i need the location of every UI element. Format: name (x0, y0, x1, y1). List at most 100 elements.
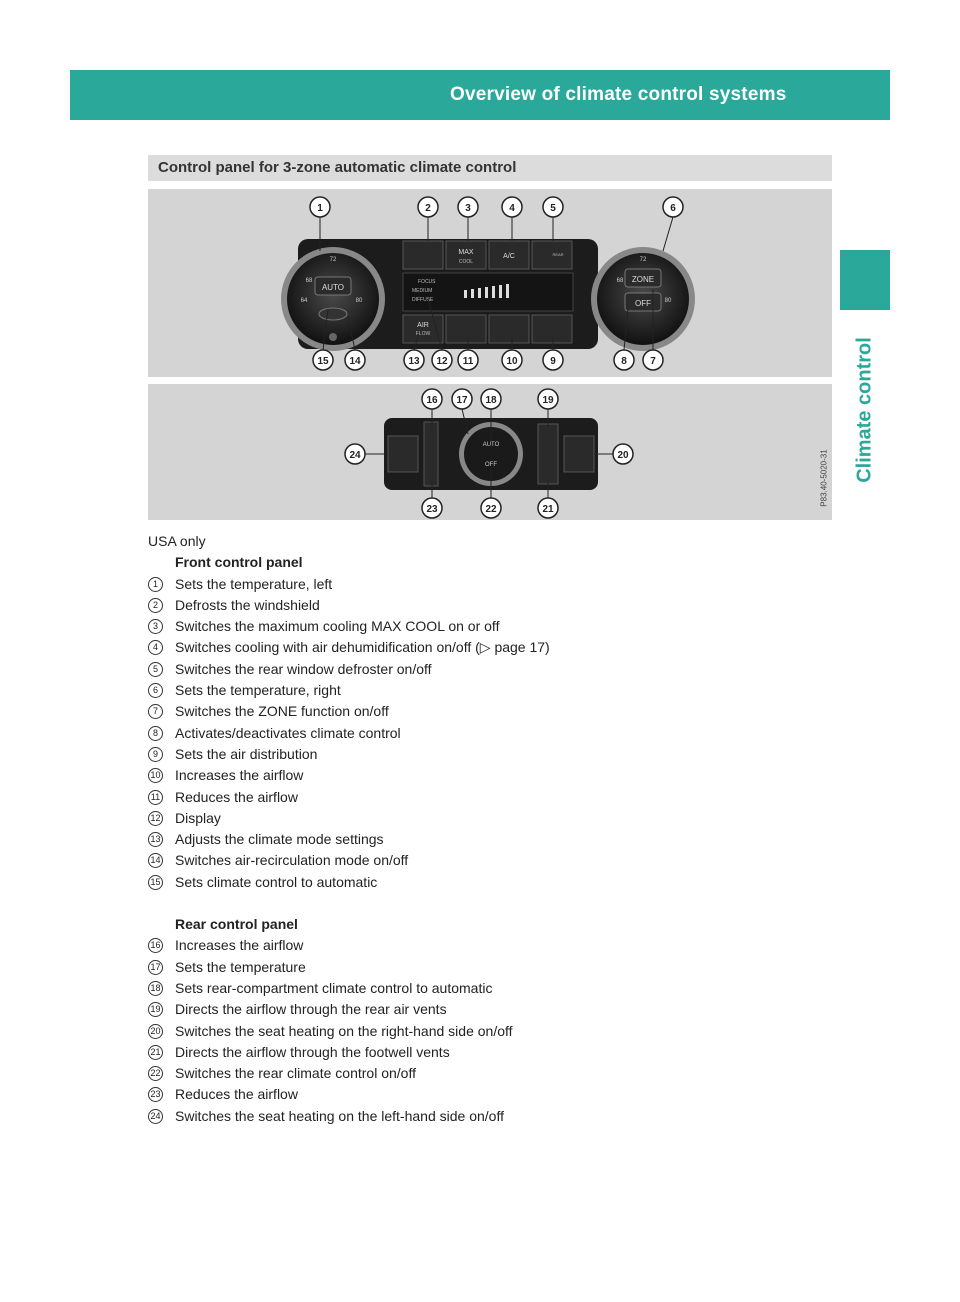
callout-17-label: 17 (456, 395, 468, 406)
ac-button (488, 240, 530, 270)
figure-part-code: P83.40-5020-31 (819, 449, 829, 507)
callout-number-icon: 6 (148, 683, 163, 699)
auto-button-left (314, 276, 352, 296)
legend-item-text: Switches cooling with air dehumidificati… (175, 639, 550, 656)
front-heading: Front control panel (175, 554, 303, 571)
right-dial-mark-80: 80 (665, 298, 672, 304)
legend-item-text: Sets the temperature, left (175, 575, 333, 592)
left-dial-dot (329, 333, 337, 341)
legend-item-text: Display (175, 809, 221, 826)
fan-up-button (488, 314, 530, 344)
callout-20-label: 20 (617, 450, 629, 461)
callout-number-icon: 7 (148, 704, 163, 720)
rear-auto-label: AUTO (483, 442, 500, 448)
callout-number-icon: 5 (148, 661, 163, 677)
callout-22-label: 22 (485, 504, 497, 515)
callout-number-icon: 24 (148, 1108, 163, 1124)
callout-10-label: 10 (506, 356, 518, 367)
left-dial-mark-80: 80 (356, 298, 363, 304)
ac-label: A/C (503, 253, 515, 260)
rear-panel-illustration: AUTO OFF 16 17 18 19 24 20 23 22 21 (344, 388, 634, 519)
rear-callout-leader-lines (365, 408, 613, 498)
legend-item: 1 Sets the temperature, left (148, 574, 788, 595)
callout-12-label: 12 (436, 356, 448, 367)
rear-label: REAR (552, 252, 563, 257)
legend-item-text: Sets climate control to automatic (175, 873, 378, 890)
callout-13-label: 13 (408, 356, 420, 367)
legend-item-text: Reduces the airflow (175, 1086, 298, 1103)
spacer (148, 893, 788, 914)
callout-number-icon: 1 (148, 576, 163, 592)
legend-item: 4 Switches cooling with air dehumidificat… (148, 637, 788, 658)
page-header-title: Overview of climate control systems (450, 84, 787, 105)
callout-number-icon: 2 (148, 597, 163, 613)
legend-item-text: Switches the maximum cooling MAX COOL on… (175, 618, 500, 635)
zone-button (624, 268, 662, 288)
legend-item-text: Switches air-recirculation mode on/off (175, 852, 409, 869)
callout-14-label: 14 (349, 356, 361, 367)
recirculation-icon (318, 307, 348, 321)
callout-number-icon: 11 (148, 789, 163, 805)
callout-number-icon: 9 (148, 746, 163, 762)
callout-24-label: 24 (349, 450, 361, 461)
fan-level-bars (464, 284, 509, 298)
zone-label: ZONE (632, 275, 654, 284)
callout-number-icon: 14 (148, 853, 163, 869)
callout-number-icon: 16 (148, 938, 163, 954)
callout-number-icon: 12 (148, 810, 163, 826)
callout-number-icon: 22 (148, 1066, 163, 1082)
callout-8-label: 8 (621, 356, 627, 367)
off-button (624, 292, 662, 312)
legend-item: 11 Reduces the airflow (148, 787, 788, 808)
rear-vent-buttons (537, 423, 559, 485)
callout-number-icon: 23 (148, 1087, 163, 1103)
legend-item: 14 Switches air-recirculation mode on/off (148, 850, 788, 871)
callout-number-icon: 18 (148, 980, 163, 996)
air-label: AIR (417, 322, 429, 329)
callout-number-icon: 21 (148, 1044, 163, 1060)
legend-item-text: Reduces the airflow (175, 788, 298, 805)
callout-3-label: 3 (465, 203, 471, 214)
front-item-list: 1 Sets the temperature, left 2 Defrosts the… (148, 574, 788, 893)
right-dial-mark-68: 68 (617, 278, 624, 284)
flow-label: FLOW (416, 331, 431, 337)
legend-item: 23 Reduces the airflow (148, 1084, 788, 1105)
legend-item-text: Defrosts the windshield (175, 596, 320, 613)
legend-item-text: Increases the airflow (175, 937, 304, 954)
header-divider (902, 70, 905, 120)
legend-item-text: Sets the temperature, right (175, 682, 341, 699)
front-panel-illustration: AUTO 72 68 64 80 ZONE OFF 72 68 80 MAX C… (281, 196, 695, 371)
legend-item: 6 Sets the temperature, right (148, 680, 788, 701)
callout-23-label: 23 (426, 504, 438, 515)
chapter-tab (840, 250, 890, 310)
rear-panel-figure: AUTO OFF 16 17 18 19 24 20 23 22 21 (148, 384, 832, 520)
legend-item-text: Switches the seat heating on the right-h… (175, 1022, 513, 1039)
max-cool-button (445, 240, 487, 270)
intro-line: USA only (148, 531, 788, 552)
legend-item-text: Sets rear-compartment climate control to… (175, 979, 493, 996)
fan-down-button (445, 314, 487, 344)
callout-number-icon: 13 (148, 832, 163, 848)
off-label: OFF (635, 299, 651, 308)
callout-leader-lines (319, 216, 674, 351)
callout-21-label: 21 (542, 504, 554, 515)
callout-9-label: 9 (550, 356, 556, 367)
legend-item: 2 Defrosts the windshield (148, 595, 788, 616)
right-seat-heat-button (563, 435, 595, 473)
right-dial-mark-72: 72 (640, 257, 647, 263)
display (402, 272, 574, 312)
callout-4-label: 4 (509, 203, 515, 214)
defrost-button (402, 240, 444, 270)
callout-number-icon: 8 (148, 725, 163, 741)
callout-number-icon: 4 (148, 640, 163, 656)
rear-heading: Rear control panel (175, 916, 298, 933)
callout-15-label: 15 (317, 356, 329, 367)
page-number: 15 (918, 84, 940, 105)
callout-7-label: 7 (650, 356, 656, 367)
legend-item-text: Switches the rear climate control on/off (175, 1065, 416, 1082)
